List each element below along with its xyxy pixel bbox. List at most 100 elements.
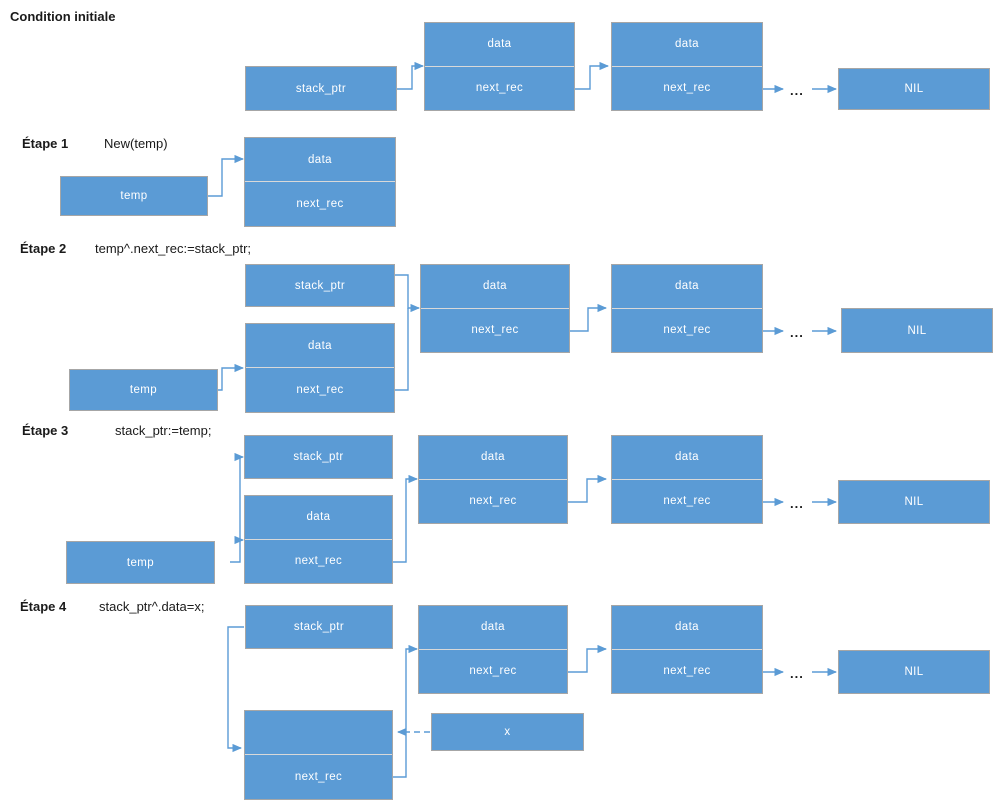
wire-row2-stackptr [395, 274, 421, 313]
row4-node2-next-cell[interactable]: next_rec [612, 649, 762, 693]
row4-node2-data-label: data [675, 621, 699, 634]
row0-nil-label: NIL [904, 83, 924, 95]
row1-node-data-cell[interactable]: data [245, 138, 395, 182]
row0-ellipsis: ... [790, 83, 804, 98]
row2-ellipsis: ... [790, 325, 804, 340]
row0-stack-ptr-label: stack_ptr [295, 82, 347, 95]
row3-temp-node-data-cell[interactable]: data [245, 496, 392, 540]
step-code-1: New(temp) [104, 136, 168, 151]
row1-node-next-cell[interactable]: next_rec [245, 182, 395, 226]
row4-nil-box[interactable]: NIL [838, 650, 990, 694]
row4-node1-next-label: next_rec [469, 665, 517, 678]
row1-node-data-label: data [308, 153, 332, 166]
row3-ellipsis: ... [790, 496, 804, 511]
row2-node1-data-label: data [483, 280, 507, 293]
row3-node1-next-label: next_rec [469, 495, 517, 508]
row0-node2-next-cell[interactable]: next_rec [612, 66, 762, 110]
row2-temp-node-next-cell[interactable]: next_rec [246, 368, 394, 412]
row0-node-1[interactable]: data next_rec [424, 22, 575, 111]
row3-node1-data-label: data [481, 451, 505, 464]
row2-node2-next-cell[interactable]: next_rec [612, 308, 762, 352]
row2-node2-data-label: data [675, 280, 699, 293]
row3-temp-node-data-label: data [306, 511, 331, 524]
row2-node2-next-label: next_rec [663, 324, 711, 337]
wire-row3-temp-trunk [230, 457, 241, 563]
row4-ellipsis: ... [790, 666, 804, 681]
row2-nil-box[interactable]: NIL [841, 308, 993, 353]
row1-temp-label: temp [120, 190, 148, 202]
row4-node2-data-cell[interactable]: data [612, 606, 762, 650]
row3-stack-ptr-label: stack_ptr [293, 451, 344, 463]
row0-node1-next-cell[interactable]: next_rec [425, 66, 574, 110]
wire-row3-node1 [568, 474, 608, 503]
step-code-3: stack_ptr:=temp; [115, 423, 212, 438]
row0-node2-data-cell[interactable]: data [612, 23, 762, 67]
row2-temp-node-data-cell[interactable]: data [246, 324, 394, 368]
wire-row4-tempnode-next [393, 644, 419, 778]
row3-node2-next-cell[interactable]: next_rec [612, 479, 762, 523]
row3-temp-node-next-label: next_rec [294, 555, 343, 568]
row0-node1-data-cell[interactable]: data [425, 23, 574, 67]
page-title: Condition initiale [10, 9, 116, 24]
row4-node-1[interactable]: data next_rec [418, 605, 568, 694]
wire-row3-tempnode-next [393, 474, 419, 563]
row2-temp-node[interactable]: data next_rec [245, 323, 395, 413]
row2-node1-next-label: next_rec [471, 324, 519, 337]
row1-node-next-label: next_rec [296, 198, 344, 210]
wire-row1-temp [208, 154, 245, 197]
row2-node-1[interactable]: data next_rec [420, 264, 570, 353]
row2-temp-box[interactable]: temp [69, 369, 218, 411]
row3-temp-node[interactable]: data next_rec [244, 495, 393, 584]
row4-temp-node-data-cell[interactable] [245, 711, 392, 755]
row1-node[interactable]: data next_rec [244, 137, 396, 227]
step-label-3: Étape 3 [22, 423, 69, 438]
row4-x-label: x [504, 726, 511, 738]
step-code-2: temp^.next_rec:=stack_ptr; [95, 241, 252, 256]
row3-node1-next-cell[interactable]: next_rec [419, 479, 567, 523]
step-label-4: Étape 4 [20, 599, 67, 614]
row3-node1-data-cell[interactable]: data [419, 436, 567, 480]
row0-stack-ptr-box[interactable]: stack_ptr [245, 66, 397, 111]
row0-node-2[interactable]: data next_rec [611, 22, 763, 111]
row0-node2-next-label: next_rec [663, 82, 711, 95]
row3-node2-data-cell[interactable]: data [612, 436, 762, 480]
wire-row2-tempnode-next [395, 308, 409, 391]
row2-node1-data-cell[interactable]: data [421, 265, 569, 309]
row2-node-2[interactable]: data next_rec [611, 264, 763, 353]
row0-node1-data-label: data [487, 38, 512, 51]
row3-node-2[interactable]: data next_rec [611, 435, 763, 524]
row0-node2-data-label: data [675, 38, 699, 51]
row4-node2-next-label: next_rec [663, 665, 711, 678]
row3-stack-ptr-box[interactable]: stack_ptr [244, 435, 393, 479]
wire-row4-node1 [568, 644, 608, 673]
row4-nil-label: NIL [904, 666, 924, 678]
row2-temp-node-next-label: next_rec [296, 384, 344, 396]
row3-node2-next-label: next_rec [663, 495, 711, 508]
row2-temp-label: temp [129, 384, 158, 396]
row4-stack-ptr-box[interactable]: stack_ptr [245, 605, 393, 649]
row4-node1-data-cell[interactable]: data [419, 606, 567, 650]
row0-node1-next-label: next_rec [475, 82, 524, 95]
row3-nil-box[interactable]: NIL [838, 480, 990, 524]
row4-node-2[interactable]: data next_rec [611, 605, 763, 694]
row4-temp-node[interactable]: next_rec [244, 710, 393, 800]
row1-temp-box[interactable]: temp [60, 176, 208, 216]
wire-row2-node1 [570, 303, 608, 332]
row2-node1-next-cell[interactable]: next_rec [421, 308, 569, 352]
row3-temp-node-next-cell[interactable]: next_rec [245, 539, 392, 583]
row2-stack-ptr-box[interactable]: stack_ptr [245, 264, 395, 307]
row4-temp-node-next-label: next_rec [294, 771, 343, 783]
step-code-4: stack_ptr^.data=x; [99, 599, 205, 614]
row0-nil-box[interactable]: NIL [838, 68, 990, 110]
row2-stack-ptr-label: stack_ptr [294, 279, 346, 292]
row4-x-box[interactable]: x [431, 713, 584, 751]
row2-temp-node-data-label: data [308, 339, 332, 352]
row3-nil-label: NIL [904, 496, 924, 508]
row3-node-1[interactable]: data next_rec [418, 435, 568, 524]
row4-temp-node-next-cell[interactable]: next_rec [245, 755, 392, 799]
row2-nil-label: NIL [907, 324, 927, 337]
row2-node2-data-cell[interactable]: data [612, 265, 762, 309]
row3-temp-box[interactable]: temp [66, 541, 215, 584]
row4-node1-next-cell[interactable]: next_rec [419, 649, 567, 693]
